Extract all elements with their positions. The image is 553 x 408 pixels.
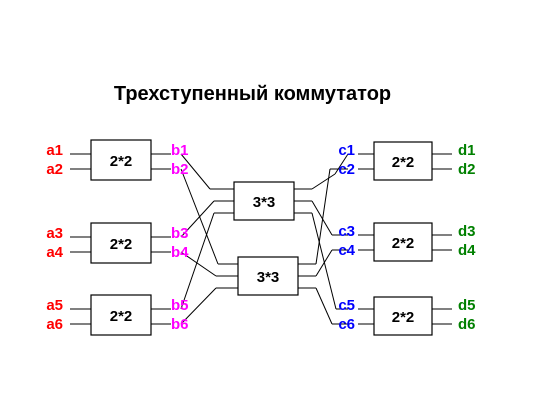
diagram-title: Трехступенный коммутатор xyxy=(113,83,392,105)
link-b3 xyxy=(180,200,215,238)
output-label: d6 xyxy=(458,316,476,333)
input-label: a6 xyxy=(46,316,63,333)
link-c6 xyxy=(315,287,333,325)
stage3-input-label: c4 xyxy=(338,242,355,259)
stage1-switch-2-label: 2*2 xyxy=(110,236,133,253)
link-b5 xyxy=(180,212,215,310)
output-label: d1 xyxy=(458,142,476,159)
input-label: a4 xyxy=(46,244,63,261)
link-b6 xyxy=(180,287,217,325)
stage1-output-label: b4 xyxy=(171,244,189,261)
stage3-switch-1-label: 2*2 xyxy=(392,154,415,171)
stage3-switch-3-label: 2*2 xyxy=(392,309,415,326)
stage2-switch-1 xyxy=(233,181,295,221)
input-label: a5 xyxy=(46,297,63,314)
stage1-output-label: b5 xyxy=(171,297,189,314)
input-label: a2 xyxy=(46,161,63,178)
stage3-input-label: c2 xyxy=(338,161,355,178)
stage1-output-label: b1 xyxy=(171,142,189,159)
stage1-output-label: b2 xyxy=(171,161,189,178)
stage1-output-label: b6 xyxy=(171,316,189,333)
stage1-switch-3 xyxy=(90,294,152,336)
stage3-switch-3 xyxy=(373,296,433,336)
stage1-switch-3-label: 2*2 xyxy=(110,308,133,325)
input-label: a3 xyxy=(46,225,63,242)
output-label: d5 xyxy=(458,297,476,314)
stage3-switch-2 xyxy=(373,222,433,262)
input-label: a1 xyxy=(46,142,63,159)
output-label: d3 xyxy=(458,223,476,240)
link-b1 xyxy=(180,153,211,190)
stage2-switch-2-label: 3*3 xyxy=(257,269,280,286)
stage2-switch-1-label: 3*3 xyxy=(253,194,276,211)
link-c5 xyxy=(311,212,337,310)
link-c1 xyxy=(334,153,349,175)
output-label: d2 xyxy=(458,161,476,178)
stage1-output-label: b3 xyxy=(171,225,189,242)
stage3-switch-2-label: 2*2 xyxy=(392,235,415,252)
stage2-switch-2 xyxy=(237,256,299,296)
stage3-input-label: c6 xyxy=(338,316,355,333)
stage3-input-label: c1 xyxy=(338,142,355,159)
output-label: d4 xyxy=(458,242,476,259)
stage1-switch-1 xyxy=(90,139,152,181)
stage1-switch-2 xyxy=(90,222,152,264)
stage3-input-label: c3 xyxy=(338,223,355,240)
link-b4 xyxy=(180,251,217,277)
link-c1 xyxy=(311,173,336,190)
link-c3 xyxy=(311,200,333,236)
stage1-switch-1-label: 2*2 xyxy=(110,153,133,170)
link-c2 xyxy=(315,168,331,265)
stage3-input-label: c5 xyxy=(338,297,355,314)
stage3-switch-1 xyxy=(373,141,433,181)
